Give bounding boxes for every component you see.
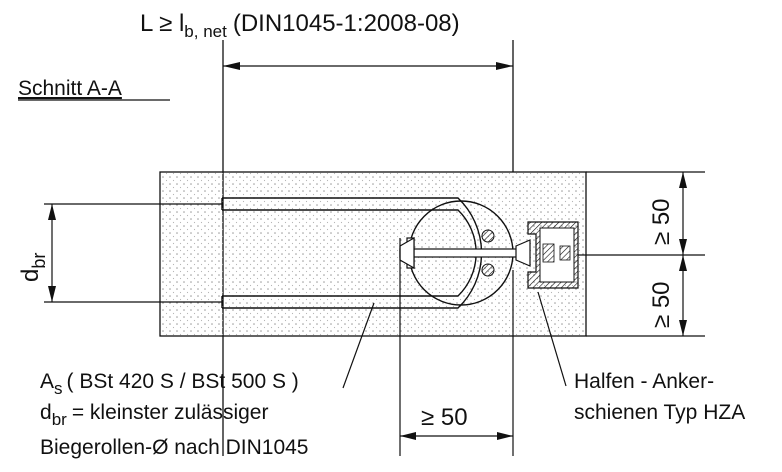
left-dimension-main: d: [17, 269, 44, 282]
left-dimension-label: dbr: [17, 253, 49, 282]
right-dimension-upper: ≥ 50: [648, 198, 675, 245]
section-title: Schnitt A-A: [18, 77, 122, 100]
left-dimension-subscript: br: [29, 253, 49, 269]
bottom-dimension-label: ≥ 50: [421, 404, 468, 431]
rebar-note-line2: dbr = kleinster zulässiger: [40, 401, 268, 429]
rebar-note-line2-subscript: br: [52, 410, 67, 429]
left-dimension: [44, 203, 222, 303]
top-dimension-prefix: L ≥ l: [140, 10, 184, 37]
rebar-note-line2-text: = kleinster zulässiger: [72, 401, 269, 424]
rail-leader-line: [537, 291, 567, 387]
top-dimension-label: L ≥ lb, net (DIN1045-1:2008-08): [140, 10, 460, 41]
top-dimension-subscript: b, net: [184, 22, 227, 41]
right-dimensions: [578, 171, 705, 337]
rebar-leader-line: [342, 302, 375, 389]
rail-note-line2: schienen Typ HZA: [574, 401, 745, 424]
rail-note-line1: Halfen - Anker-: [574, 370, 714, 393]
rebar-note-line2-symbol: d: [40, 401, 52, 424]
anchor-channel: [527, 221, 579, 289]
longitudinal-bar-upper: [481, 229, 495, 243]
rebar-note-subscript: s: [54, 379, 63, 398]
bottom-dimension: [400, 432, 513, 440]
rebar-note-line1: As( BSt 420 S / BSt 500 S ): [40, 370, 299, 398]
right-dimension-lower: ≥ 50: [648, 281, 675, 328]
rebar-note-symbol: A: [40, 370, 54, 393]
rebar-note-line3: Biegerollen-Ø nach DIN1045: [40, 436, 309, 459]
top-dimension-standard: (DIN1045-1:2008-08): [233, 10, 460, 37]
longitudinal-bar-lower: [481, 263, 495, 277]
rebar-note-spec: ( BSt 420 S / BSt 500 S ): [67, 370, 299, 393]
